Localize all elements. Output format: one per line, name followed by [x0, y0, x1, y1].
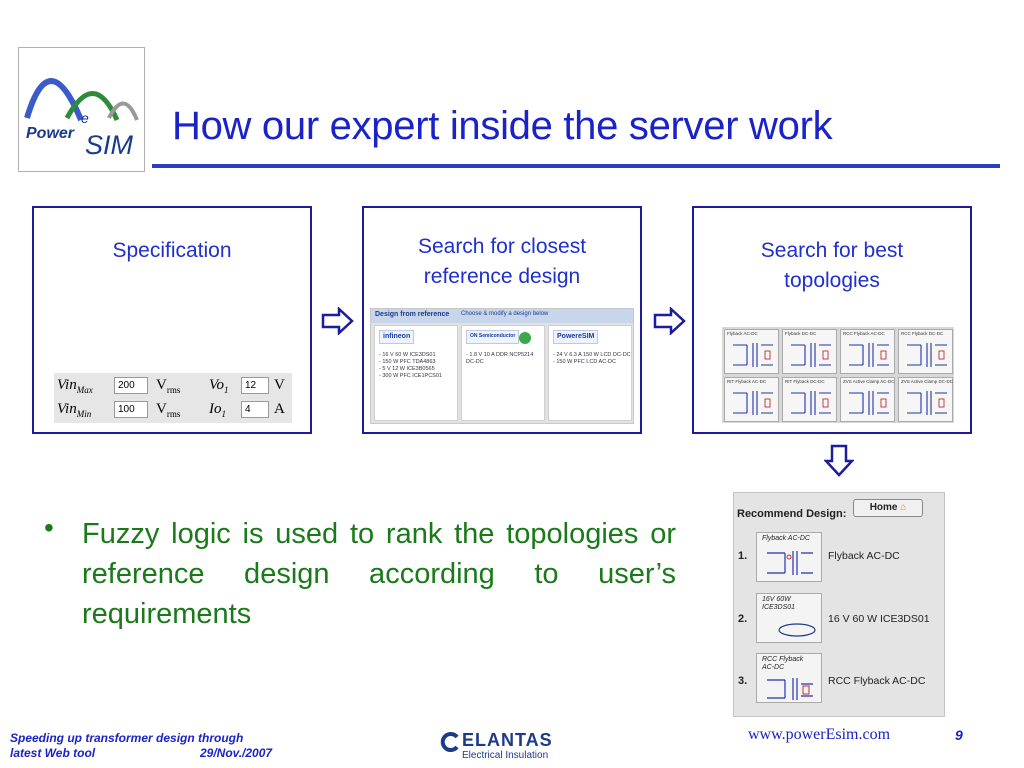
logo-word-power: Power — [26, 125, 75, 142]
infineon-logo-icon — [778, 623, 816, 637]
footer-url[interactable]: www.powerEsim.com — [748, 726, 891, 743]
powersim-logo: Power e SIM — [18, 47, 145, 172]
logo-word-sim: SIM — [85, 130, 134, 160]
elantas-name: ELANTAS — [462, 730, 553, 750]
elantas-mark-icon — [440, 732, 459, 752]
logo-arcs-icon — [24, 78, 139, 122]
thumbnail-caption: 16V 60W ICE3DS01 — [762, 596, 796, 611]
elantas-subtitle: Electrical Insulation — [462, 750, 549, 761]
topology-cell-label: ZVS Active Clamp AC-DC — [843, 379, 895, 384]
topology-cell[interactable]: ZVS Active Clamp AC-DC — [840, 377, 895, 422]
vin-min-label: VinMin — [57, 401, 92, 419]
arrow-down-icon — [824, 444, 854, 477]
title-underline — [152, 164, 1000, 168]
vin-max-input[interactable]: 200 — [114, 377, 148, 394]
recommend-panel: Recommend Design: Home ⌂ 1. Flyback AC-D… — [733, 492, 945, 717]
topology-cell[interactable]: Flyback AC-DC — [724, 329, 779, 374]
topology-cell-label: RIT Flyback DC-DC — [785, 379, 825, 384]
reference-column-powersim[interactable]: PowereSIM - 24 V 6.3 A 150 W LCD DC-DC -… — [548, 325, 632, 421]
recommend-item-number: 3. — [738, 675, 748, 687]
page-number: 9 — [955, 727, 963, 743]
reference-list: - 24 V 6.3 A 150 W LCD DC-DC - 150 W PFC… — [553, 352, 631, 365]
footer-caption: Speeding up transformer design through l… — [10, 731, 244, 760]
spec-row-1: VinMax 200 Vrms Vo1 12 V — [54, 374, 292, 398]
circuit-diagram-icon — [733, 343, 773, 367]
io1-label: Io1 — [209, 401, 226, 419]
reference-list: - 1.8 V 10 A DDR NCP5214 DC-DC — [466, 352, 534, 365]
recommend-item-thumbnail: Flyback AC-DC — [756, 532, 822, 582]
recommend-item-number: 1. — [738, 550, 748, 562]
vin-min-input[interactable]: 100 — [114, 401, 148, 418]
circuit-diagram-icon — [767, 551, 813, 575]
onsemi-logo: ON Semiconductor — [466, 330, 520, 344]
recommend-item-thumbnail: 16V 60W ICE3DS01 — [756, 593, 822, 643]
vin-min-unit: Vrms — [156, 401, 181, 419]
footer-date: 29/Nov./2007 — [200, 746, 273, 760]
topology-grid: Flyback AC-DC Flyback DC-DC RCC Flyback AC… — [722, 327, 954, 423]
vo1-label: Vo1 — [209, 377, 229, 395]
circuit-diagram-icon — [791, 391, 831, 415]
topology-cell-label: RIT Flyback AC-DC — [727, 379, 767, 384]
spec-row-2: VinMin 100 Vrms Io1 4 A — [54, 398, 292, 422]
spec-form: VinMax 200 Vrms Vo1 12 V VinMin 100 Vrms… — [54, 373, 292, 423]
recommend-item-label: 16 V 60 W ICE3DS01 — [828, 613, 930, 625]
arrow-right-icon — [653, 307, 686, 335]
circuit-diagram-icon — [849, 391, 889, 415]
reference-column-onsemi[interactable]: ON Semiconductor - 1.8 V 10 A DDR NCP521… — [461, 325, 545, 421]
reference-label: Search for closest reference design — [417, 235, 587, 288]
infineon-logo: infineon — [379, 330, 415, 344]
reference-panel: Design from reference Choose & modify a … — [370, 308, 634, 424]
vin-max-label: VinMax — [57, 377, 93, 395]
arrow-right-icon — [321, 307, 354, 335]
page-title: How our expert inside the server work — [172, 104, 833, 148]
topology-cell[interactable]: ZVS Active Clamp DC-DC — [898, 377, 953, 422]
thumbnail-caption: Flyback AC-DC — [762, 535, 810, 542]
specification-label: Specification — [112, 239, 232, 262]
onsemi-badge-icon — [519, 332, 531, 344]
circuit-diagram-icon — [791, 343, 831, 367]
circuit-diagram-icon — [907, 391, 947, 415]
reference-box: Search for closest reference design Desi… — [362, 206, 642, 434]
topology-cell[interactable]: RCC Flyback AC-DC — [840, 329, 895, 374]
home-icon: ⌂ — [900, 502, 907, 513]
reference-header-subtitle: Choose & modify a design below — [461, 311, 549, 317]
topology-cell[interactable]: RCC Flyback DC-DC — [898, 329, 953, 374]
vo1-unit: V — [274, 377, 285, 393]
recommend-item-label: RCC Flyback AC-DC — [828, 675, 926, 687]
powersim-small-logo: PowereSIM — [553, 330, 599, 344]
topologies-label: Search for best topologies — [760, 239, 904, 292]
io1-input[interactable]: 4 — [241, 401, 269, 418]
recommend-title: Recommend Design: — [737, 508, 847, 520]
bullet-text: Fuzzy logic is used to rank the topologi… — [82, 518, 676, 630]
io1-unit: A — [274, 401, 285, 417]
reference-panel-header: Design from reference Choose & modify a … — [371, 309, 633, 323]
topologies-box: Search for best topologies Flyback AC-DC… — [692, 206, 972, 434]
topology-cell[interactable]: Flyback DC-DC — [782, 329, 837, 374]
reference-list: - 16 V 60 W ICE3DS01 - 150 W PFC TDA4863… — [379, 352, 442, 379]
topology-cell[interactable]: RIT Flyback AC-DC — [724, 377, 779, 422]
reference-column-infineon[interactable]: infineon - 16 V 60 W ICE3DS01 - 150 W PF… — [374, 325, 458, 421]
circuit-diagram-icon — [907, 343, 947, 367]
recommend-item-thumbnail: RCC Flyback AC-DC — [756, 653, 822, 703]
thumbnail-caption: RCC Flyback AC-DC — [762, 656, 804, 671]
bullet-marker: • — [44, 512, 54, 543]
topology-cell[interactable]: RIT Flyback DC-DC — [782, 377, 837, 422]
home-button[interactable]: Home ⌂ — [853, 499, 923, 517]
topology-cell-label: Flyback AC-DC — [727, 331, 758, 336]
logo-superscript: e — [81, 110, 89, 126]
recommend-item-number: 2. — [738, 613, 748, 625]
reference-header-title: Design from reference — [375, 311, 450, 318]
vin-max-unit: Vrms — [156, 377, 181, 395]
topology-cell-label: RCC Flyback AC-DC — [843, 331, 885, 336]
topology-cell-label: Flyback DC-DC — [785, 331, 817, 336]
topology-cell-label: RCC Flyback DC-DC — [901, 331, 944, 336]
circuit-diagram-icon — [849, 343, 889, 367]
specification-box: Specification VinMax 200 Vrms Vo1 12 V V… — [32, 206, 312, 434]
topology-cell-label: ZVS Active Clamp DC-DC — [901, 379, 954, 384]
circuit-diagram-icon — [767, 678, 813, 700]
recommend-item-label: Flyback AC-DC — [828, 550, 900, 562]
circuit-diagram-icon — [733, 391, 773, 415]
vo1-input[interactable]: 12 — [241, 377, 269, 394]
